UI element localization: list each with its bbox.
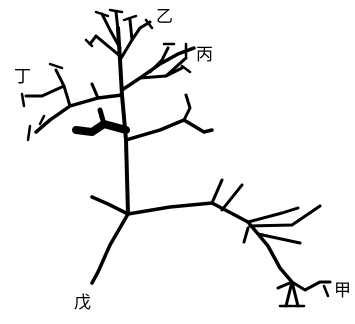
branch-yi-4	[128, 18, 134, 42]
branch-thick-left2	[97, 107, 107, 127]
labels: 乙 丙 丁 戊 甲	[14, 7, 351, 313]
branch-jia-left	[242, 226, 250, 244]
branch-wu-left	[90, 195, 130, 216]
branch-yi-5	[88, 34, 122, 58]
branch-ding-tick	[20, 62, 64, 142]
branch-bing-ticks	[162, 42, 192, 74]
branch-jia-fork	[276, 280, 332, 308]
branch-mid-right	[124, 118, 214, 142]
branch-bing	[120, 46, 196, 92]
branch-jia-up1	[210, 178, 224, 205]
branch-bing-4	[164, 56, 188, 78]
label-yi: 乙	[156, 7, 173, 27]
branch-jia-up2	[220, 183, 244, 212]
label-jia: 甲	[334, 281, 351, 301]
label-wu: 戊	[74, 293, 91, 313]
branch-jia-right2	[248, 204, 322, 228]
branch-wu	[90, 212, 130, 285]
branch-mid-right-up	[182, 93, 192, 122]
branch-yi-3	[114, 10, 120, 32]
branch-yi-2	[100, 12, 122, 50]
branch-jia-right1	[246, 206, 300, 224]
branch-yi	[118, 20, 152, 62]
branch-ding-stub	[90, 82, 100, 100]
branch-yi-ticks	[84, 8, 154, 48]
label-bing: 丙	[196, 45, 213, 65]
branch-jia-right3	[256, 232, 302, 245]
branch-jia-ticks	[278, 284, 330, 308]
branches	[20, 8, 332, 308]
branch-ding-left	[24, 84, 66, 98]
branch-jia	[126, 201, 294, 284]
branch-bing-3	[148, 46, 170, 74]
branch-thick-left	[72, 120, 130, 136]
label-ding: 丁	[14, 67, 31, 87]
